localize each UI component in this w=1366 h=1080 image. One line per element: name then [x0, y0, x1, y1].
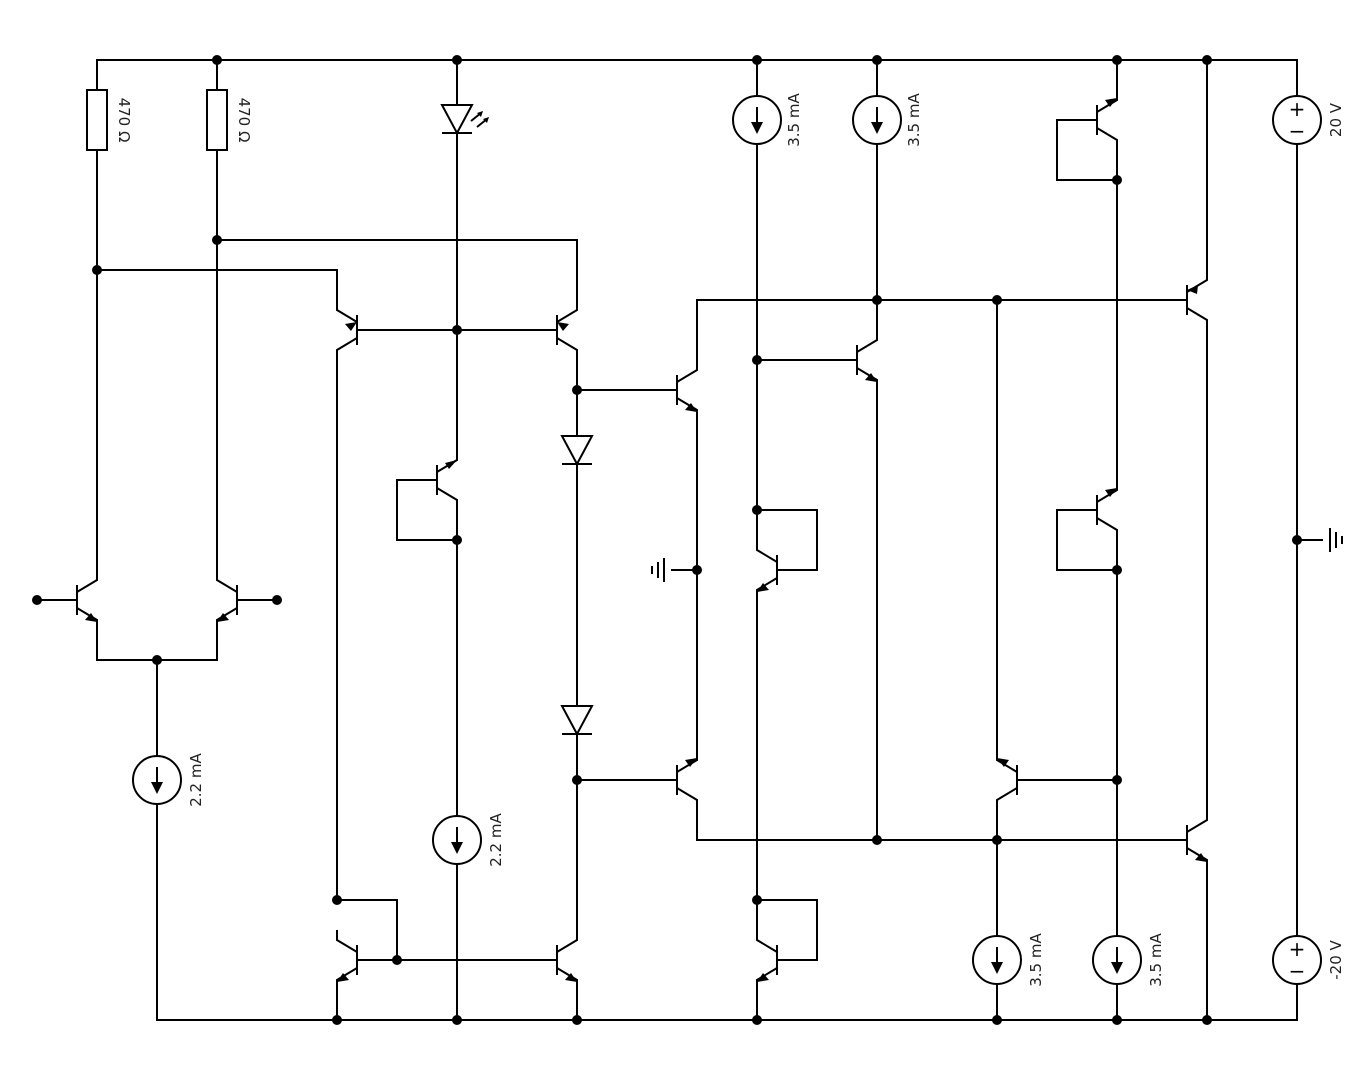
current-source-bottom-2: [1092, 935, 1142, 985]
voltage-source-positive: + −: [1272, 95, 1322, 145]
ground-left: [651, 557, 665, 583]
power-supplies: + − + −: [1272, 59, 1343, 1021]
minus-glyph: −: [1289, 119, 1306, 143]
transistor-q8: [676, 360, 698, 420]
current-source-top-2: [852, 95, 902, 145]
transistor-q2: [216, 570, 238, 630]
transistor-q4: [556, 300, 578, 360]
plus-glyph: +: [1289, 97, 1306, 121]
transistor-q6: [336, 930, 358, 990]
label-r1: 470 Ω: [115, 98, 133, 143]
transistor-q15: [1096, 480, 1118, 540]
current-source-bottom-1: [972, 935, 1022, 985]
transistor-q7: [556, 930, 578, 990]
driver-stage: [651, 59, 1188, 1021]
current-source-mid: [432, 815, 482, 865]
label-v-pos: 20 V: [1327, 102, 1345, 137]
junction-dots: [32, 55, 1302, 1025]
diode-d1: [561, 435, 593, 465]
transistor-q14: [1096, 90, 1118, 150]
transistor-q1: [76, 570, 98, 630]
led: [440, 104, 489, 136]
current-source-top-1: [732, 95, 782, 145]
voltage-source-negative: + −: [1272, 935, 1322, 985]
output-stage: [972, 59, 1208, 1021]
transistor-q11: [756, 930, 778, 990]
transistor-q3: [336, 300, 358, 360]
label-cs-top2: 3.5 mA: [905, 93, 923, 147]
transistor-q5: [436, 450, 458, 510]
transistor-q17: [1186, 810, 1208, 870]
label-v-neg: -20 V: [1327, 939, 1345, 979]
label-cs-tail: 2.2 mA: [187, 753, 205, 807]
transistor-q9: [676, 750, 698, 810]
label-r2: 470 Ω: [235, 98, 253, 143]
transistor-q13: [996, 750, 1018, 810]
transistor-q12: [856, 330, 878, 390]
label-cs-bot2: 3.5 mA: [1147, 933, 1165, 987]
ground-right: [1329, 527, 1343, 553]
component-labels: 470 Ω 470 Ω 3.5 mA 3.5 mA 2.2 mA 2.2 mA …: [115, 93, 1345, 987]
resistor-r2: [206, 89, 228, 151]
label-cs-top1: 3.5 mA: [785, 93, 803, 147]
label-cs-bot1: 3.5 mA: [1027, 933, 1045, 987]
current-source-tail: [132, 755, 182, 805]
diode-d2: [561, 705, 593, 735]
plus-glyph: +: [1289, 937, 1306, 961]
transistor-q10: [756, 540, 778, 600]
minus-glyph: −: [1289, 959, 1306, 983]
label-cs-mid: 2.2 mA: [487, 813, 505, 867]
input-stage: [36, 59, 578, 1021]
resistor-r1: [86, 89, 108, 151]
second-stage: [336, 59, 678, 1021]
transistor-q16: [1186, 270, 1208, 330]
